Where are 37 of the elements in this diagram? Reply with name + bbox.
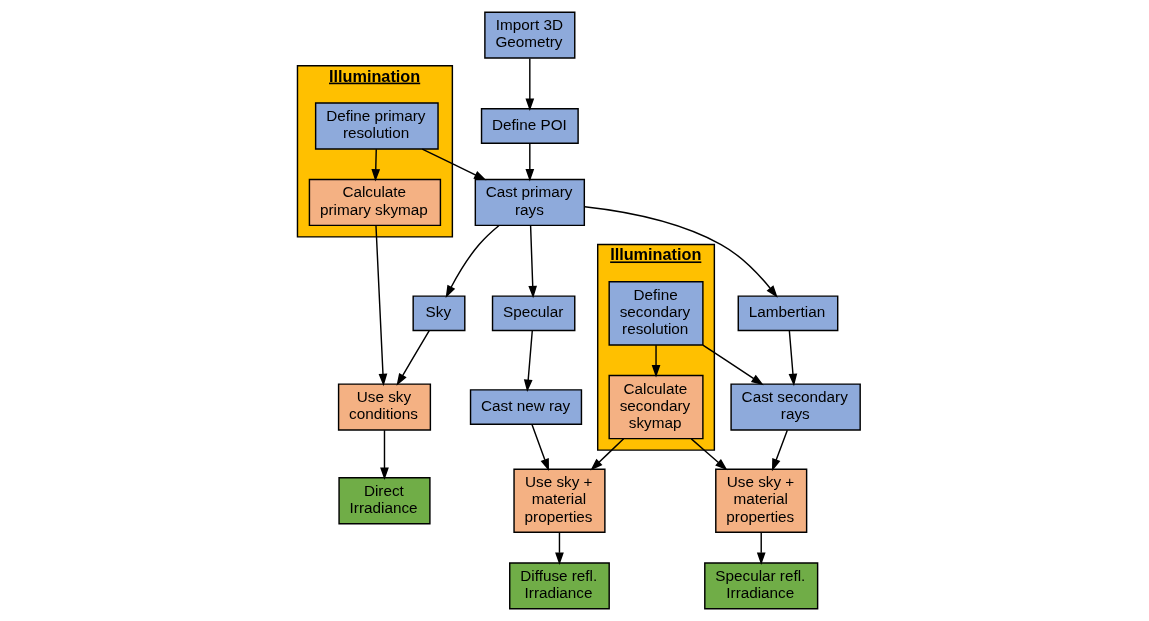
node-box: Lambertian	[737, 295, 838, 332]
node-box: Use sky conditions	[337, 383, 431, 431]
arrow	[524, 142, 534, 182]
arrow	[651, 344, 660, 378]
arrow	[530, 423, 549, 472]
arrow	[771, 429, 788, 472]
arrow	[788, 330, 797, 387]
arrow	[527, 224, 537, 299]
node-box: Diffuse refl. Irradiance	[508, 562, 610, 610]
arrow	[370, 148, 380, 182]
node-box: Define POI	[480, 108, 579, 144]
node-box: Calculate secondary skymap	[607, 374, 704, 440]
node-box: Specular	[491, 295, 575, 332]
arrow	[554, 532, 564, 565]
arrow	[445, 224, 500, 298]
arrow	[583, 206, 778, 298]
arrow	[589, 438, 624, 471]
node-box: Define primary resolution	[314, 102, 439, 150]
node-box: Define secondary resolution	[607, 281, 704, 346]
node-box: Direct Irradiance	[337, 477, 431, 525]
arrow	[421, 148, 486, 181]
node-box: Import 3D Geometry	[483, 11, 575, 59]
arrow	[523, 330, 533, 392]
node-box: Use sky + material properties	[512, 468, 606, 534]
arrow	[374, 224, 387, 387]
node-box: Calculate primary skymap	[308, 178, 441, 227]
node-box: Cast primary rays	[474, 178, 585, 227]
node-box: Specular refl. Irradiance	[703, 562, 818, 610]
arrow	[690, 438, 727, 471]
node-box: Use sky + material properties	[714, 468, 807, 534]
arrow	[396, 330, 430, 386]
arrow	[756, 532, 766, 565]
node-box: Cast new ray	[469, 389, 582, 425]
arrow	[379, 429, 389, 480]
node-box: Sky	[411, 295, 465, 332]
arrow	[524, 57, 534, 111]
node-box: Cast secondary rays	[729, 383, 861, 431]
